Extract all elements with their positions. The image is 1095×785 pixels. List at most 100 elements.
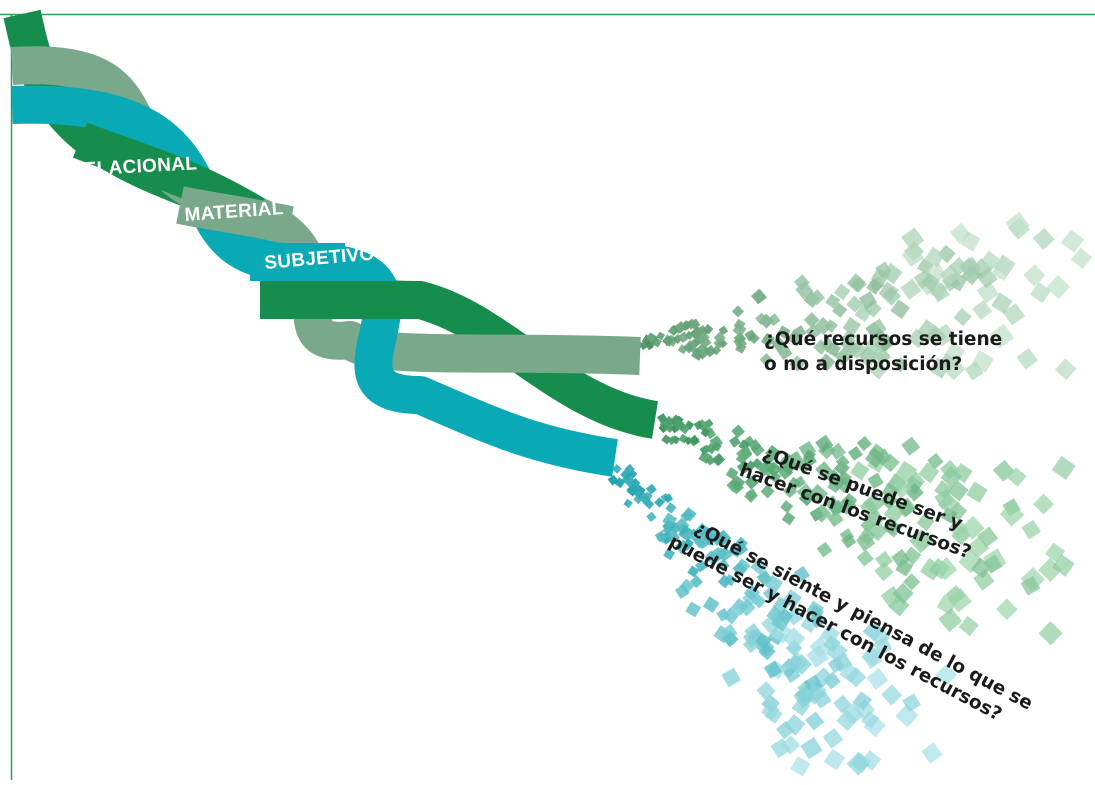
particle-square xyxy=(805,711,825,731)
particle-square xyxy=(725,467,739,480)
particle-square xyxy=(668,326,677,336)
particle-square xyxy=(623,498,633,509)
question-resources: ¿Qué recursos se tiene o no a disposició… xyxy=(764,329,1002,375)
particle-square xyxy=(846,273,866,293)
particle-square xyxy=(663,493,674,504)
particle-square xyxy=(751,289,767,305)
particle-square xyxy=(828,442,846,460)
particle-square xyxy=(1016,347,1038,370)
particle-square xyxy=(713,331,726,344)
particle-square xyxy=(920,557,943,581)
particle-square xyxy=(823,635,841,653)
particle-square xyxy=(820,337,835,352)
particle-square xyxy=(880,453,900,473)
particle-square xyxy=(959,256,982,279)
particle-square xyxy=(793,565,810,583)
particle-square xyxy=(1005,211,1030,237)
particle-square xyxy=(983,554,1003,574)
particle-square xyxy=(687,565,700,578)
particle-square xyxy=(1002,303,1026,326)
particle-square xyxy=(788,450,803,466)
particle-square xyxy=(972,300,993,320)
particle-square xyxy=(795,281,814,300)
particle-square xyxy=(832,302,848,318)
particle-square xyxy=(762,586,778,602)
particle-square xyxy=(1032,227,1055,250)
particle-square xyxy=(940,507,958,524)
particle-square xyxy=(875,261,892,279)
particle-square xyxy=(1061,229,1085,253)
particle-square xyxy=(748,438,762,452)
particle-square xyxy=(856,549,874,567)
particle-square xyxy=(711,441,722,452)
particle-square xyxy=(991,260,1012,281)
particle-square xyxy=(721,667,741,688)
particle-square xyxy=(867,472,884,489)
particle-square xyxy=(800,737,823,760)
particle-square xyxy=(767,313,781,327)
particle-square xyxy=(839,344,856,362)
particle-square xyxy=(1023,264,1046,287)
particle-square xyxy=(833,283,851,301)
particle-square xyxy=(947,588,972,613)
particle-square xyxy=(742,636,760,654)
particle-square xyxy=(743,584,761,601)
particle-square xyxy=(679,423,690,435)
particle-square xyxy=(991,292,1013,314)
particle-square xyxy=(1070,247,1093,270)
particle-square xyxy=(947,480,969,502)
particle-square xyxy=(786,652,808,674)
particle-square xyxy=(662,524,674,536)
particle-square xyxy=(760,333,775,348)
particle-square xyxy=(809,612,826,629)
particle-square xyxy=(881,286,901,306)
particle-square xyxy=(866,667,889,690)
particle-square xyxy=(780,735,801,755)
particle-square xyxy=(624,463,635,475)
question-1-line-2: o no a disposición? xyxy=(764,354,962,375)
particle-square xyxy=(646,332,656,343)
particle-square xyxy=(925,325,947,347)
particle-square xyxy=(646,511,657,522)
particle-square xyxy=(805,323,822,340)
particle-square xyxy=(901,436,921,456)
particle-square xyxy=(875,550,894,569)
particle-square xyxy=(766,461,782,477)
particle-square xyxy=(938,493,960,516)
particle-square xyxy=(934,557,958,581)
particle-square xyxy=(815,461,833,479)
particle-square xyxy=(952,463,973,484)
question-1-line-1: ¿Qué recursos se tiene xyxy=(764,329,1002,350)
particle-square xyxy=(841,492,858,509)
particle-square xyxy=(781,511,796,526)
particle-square xyxy=(921,272,940,292)
particle-square xyxy=(690,575,703,589)
particle-square xyxy=(645,483,657,495)
particle-square xyxy=(858,291,878,310)
particle-square xyxy=(942,357,966,381)
particle-square xyxy=(977,526,999,548)
particle-square xyxy=(808,289,826,306)
particle-square xyxy=(756,681,776,701)
particle-square xyxy=(687,528,702,543)
particle-square xyxy=(701,444,711,455)
particle-square xyxy=(674,584,690,599)
particle-square xyxy=(1020,575,1041,596)
particle-square xyxy=(900,278,922,300)
particle-square xyxy=(728,435,741,448)
particle-square xyxy=(1030,282,1052,304)
particle-square xyxy=(714,529,732,546)
particle-square xyxy=(881,482,899,500)
particle-square xyxy=(683,538,694,549)
particle-square xyxy=(681,507,697,522)
particle-square xyxy=(793,475,806,488)
particle-square xyxy=(921,742,943,764)
particle-square xyxy=(861,710,880,729)
particle-square xyxy=(1033,493,1055,515)
particle-square xyxy=(733,331,747,345)
particle-square xyxy=(953,307,972,327)
particle-square xyxy=(783,484,797,499)
particle-square xyxy=(996,598,1018,621)
particle-square xyxy=(695,522,710,536)
